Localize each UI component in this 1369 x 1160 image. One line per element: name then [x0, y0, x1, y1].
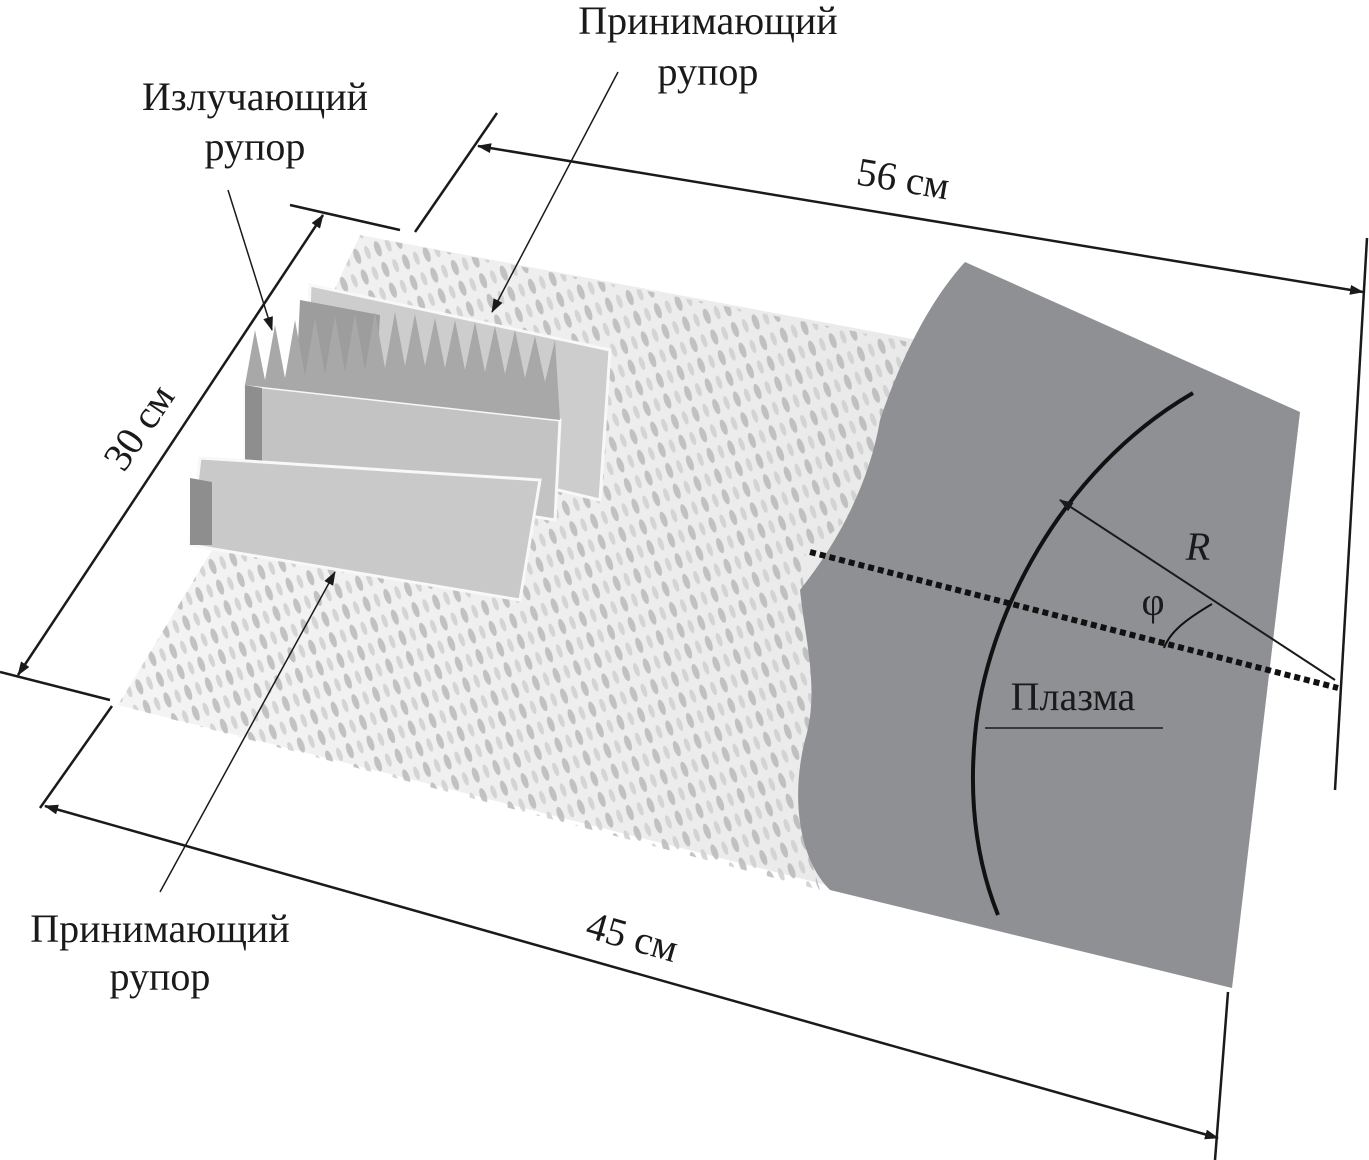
receiving-horn-lower-side [190, 478, 212, 545]
plasma-label: Плазма [1011, 674, 1136, 719]
leader-receiving-bottom [159, 571, 336, 893]
dimension-lines [0, 112, 1369, 1160]
dim-45-label: 45 см [581, 902, 683, 971]
symmetry-axis [809, 549, 1339, 691]
leader-emitting [227, 189, 273, 331]
angle-arc [1163, 603, 1213, 649]
dim-30-arrow [16, 214, 325, 676]
receiving-horn-top-label-line2: рупор [658, 49, 759, 94]
leader-receiving-top [491, 71, 619, 313]
geometry-overlay [809, 391, 1339, 916]
leader-lines [159, 71, 619, 893]
dim-45-arrow [44, 804, 1219, 1140]
wavefront-arc [970, 391, 1195, 916]
emitting-horn-side [245, 385, 262, 470]
emitting-horn-label-line2: рупор [205, 124, 306, 169]
radius-arrow [1059, 499, 1336, 681]
emitting-horn-label-line1: Излучающий [142, 74, 368, 119]
dim-56-label: 56 см [854, 149, 953, 209]
angle-label: φ [1141, 579, 1164, 624]
emitting-spikes [245, 312, 560, 420]
dim-30-label: 30 см [94, 376, 183, 478]
dim-56-arrow [477, 143, 1364, 295]
radius-label: R [1185, 524, 1210, 569]
receiving-horn-bottom-label-line2: рупор [110, 954, 211, 999]
receiving-horn-bottom-label-line1: Принимающий [30, 906, 289, 951]
receiving-horn-top-label-line1: Принимающий [578, 0, 837, 43]
